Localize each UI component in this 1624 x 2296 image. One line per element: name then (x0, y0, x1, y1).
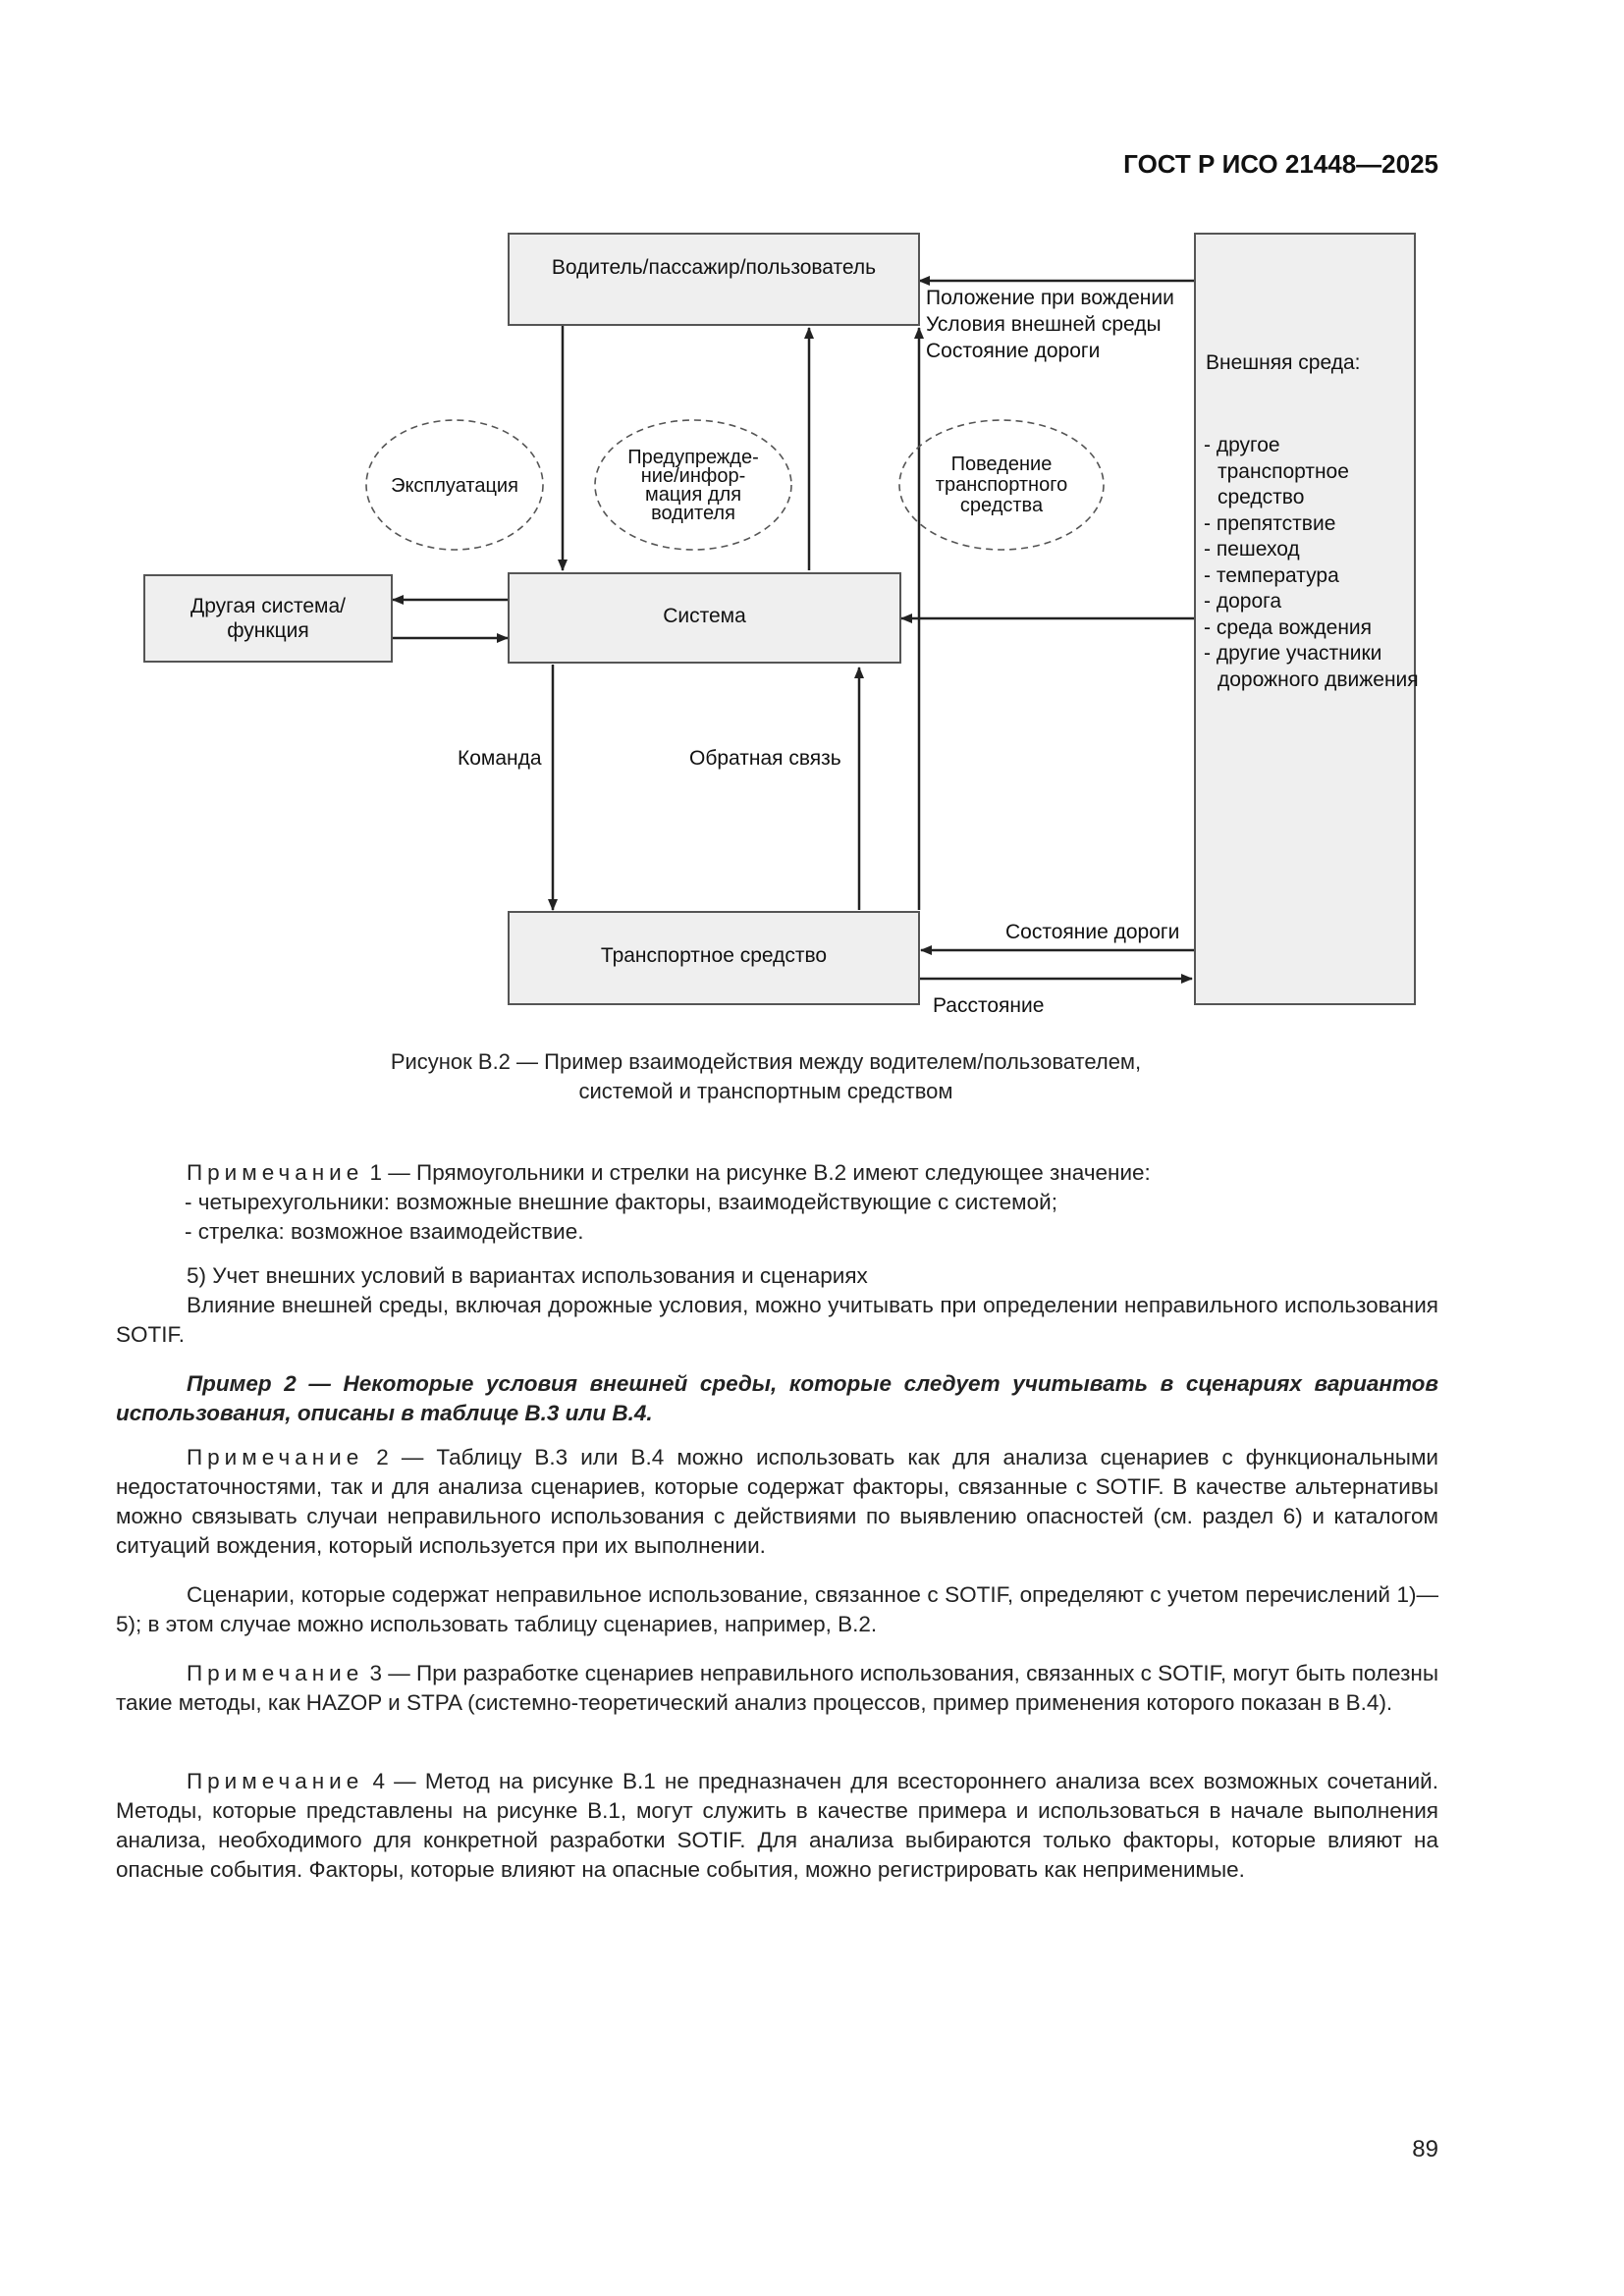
note-4-label: Примечание (187, 1769, 364, 1793)
note-1-item-1: - четырехугольники: возможные внешние фа… (185, 1190, 1057, 1214)
oval-operation-outline (365, 419, 544, 551)
external-item: - другие участники дорожного движения (1204, 642, 1419, 691)
caption-line-1: Рисунок В.2 — Пример взаимодействия межд… (390, 1049, 1142, 1074)
external-item: - препятствие (1204, 511, 1336, 535)
note-4: Примечание 4 — Метод на рисунке В.1 не п… (116, 1767, 1438, 1885)
external-environment-title: Внешняя среда: (1206, 351, 1361, 374)
label-feedback: Обратная связь (689, 747, 841, 770)
label-driving-position: Положение при вождении (926, 287, 1174, 309)
oval-behavior-outline (898, 419, 1105, 551)
label-command: Команда (458, 747, 542, 770)
figure-caption: Рисунок В.2 — Пример взаимодействия межд… (295, 1047, 1237, 1106)
note-2: Примечание 2 — Таблицу В.3 или В.4 можно… (116, 1443, 1438, 1561)
note-4-text: 4 — Метод на рисунке В.1 не предназначен… (116, 1769, 1438, 1882)
external-item: - другое транспортное средство (1204, 434, 1349, 508)
note-3-label: Примечание (187, 1661, 364, 1685)
caption-line-2: системой и транспортным средством (578, 1079, 953, 1103)
other-system-box: Другая система/функция (143, 574, 393, 663)
system-box-label: Система (663, 604, 746, 627)
note-2-label: Примечание (187, 1445, 364, 1469)
page-number: 89 (1412, 2136, 1438, 2163)
document-header: ГОСТ Р ИСО 21448—2025 (1123, 149, 1438, 179)
label-road-condition-bottom: Состояние дороги (1005, 921, 1180, 943)
external-environment-list: - другое транспортное средство - препятс… (1204, 433, 1424, 693)
vehicle-box: Транспортное средство (508, 911, 920, 1005)
interaction-diagram: Водитель/пассажир/пользователь Система Д… (0, 0, 1624, 1070)
item-5-title: 5) Учет внешних условий в вариантах испо… (187, 1263, 868, 1288)
oval-operation-label: Эксплуатация (391, 475, 518, 497)
system-box: Система (508, 572, 901, 664)
note-2-text: 2 — Таблицу В.3 или В.4 можно использова… (116, 1445, 1438, 1558)
example-2: Пример 2 — Некоторые условия внешней сре… (116, 1371, 1438, 1425)
driver-box: Водитель/пассажир/пользователь (508, 233, 920, 326)
oval-warning-label: Предупрежде-ние/инфор-мация для водителя (627, 447, 759, 524)
vehicle-box-label: Транспортное средство (600, 944, 828, 968)
external-item: - температура (1204, 563, 1339, 587)
label-external-conditions: Условия внешней среды (926, 313, 1162, 336)
oval-behavior-label: Поведение транспортного средства (935, 453, 1068, 516)
diagram-arrows (365, 276, 1194, 984)
label-road-condition-top: Состояние дороги (926, 340, 1101, 362)
note-1-label: Примечание (187, 1160, 364, 1185)
external-item: - пешеход (1204, 538, 1300, 561)
note-1-text: 1 — Прямоугольники и стрелки на рисунке … (369, 1160, 1151, 1185)
external-environment-box: Внешняя среда: - другое транспортное сре… (1194, 233, 1419, 1005)
external-item: - среда вождения (1204, 615, 1373, 639)
item-5-text: Влияние внешней среды, включая дорожные … (116, 1293, 1438, 1347)
note-1-item-2: - стрелка: возможное взаимодействие. (185, 1219, 584, 1244)
other-system-box-label: Другая система/функция (190, 594, 346, 642)
scenarios-paragraph: Сценарии, которые содержат неправильное … (116, 1582, 1438, 1636)
label-distance: Расстояние (933, 994, 1045, 1017)
note-3: Примечание 3 — При разработке сценариев … (116, 1659, 1438, 1718)
driver-box-label: Водитель/пассажир/пользователь (551, 255, 877, 279)
oval-warning-outline (594, 419, 792, 551)
note-1: Примечание 1 — Прямоугольники и стрелки … (116, 1158, 1438, 1188)
external-item: - дорога (1204, 590, 1281, 613)
note-3-text: 3 — При разработке сценариев неправильно… (116, 1661, 1438, 1715)
